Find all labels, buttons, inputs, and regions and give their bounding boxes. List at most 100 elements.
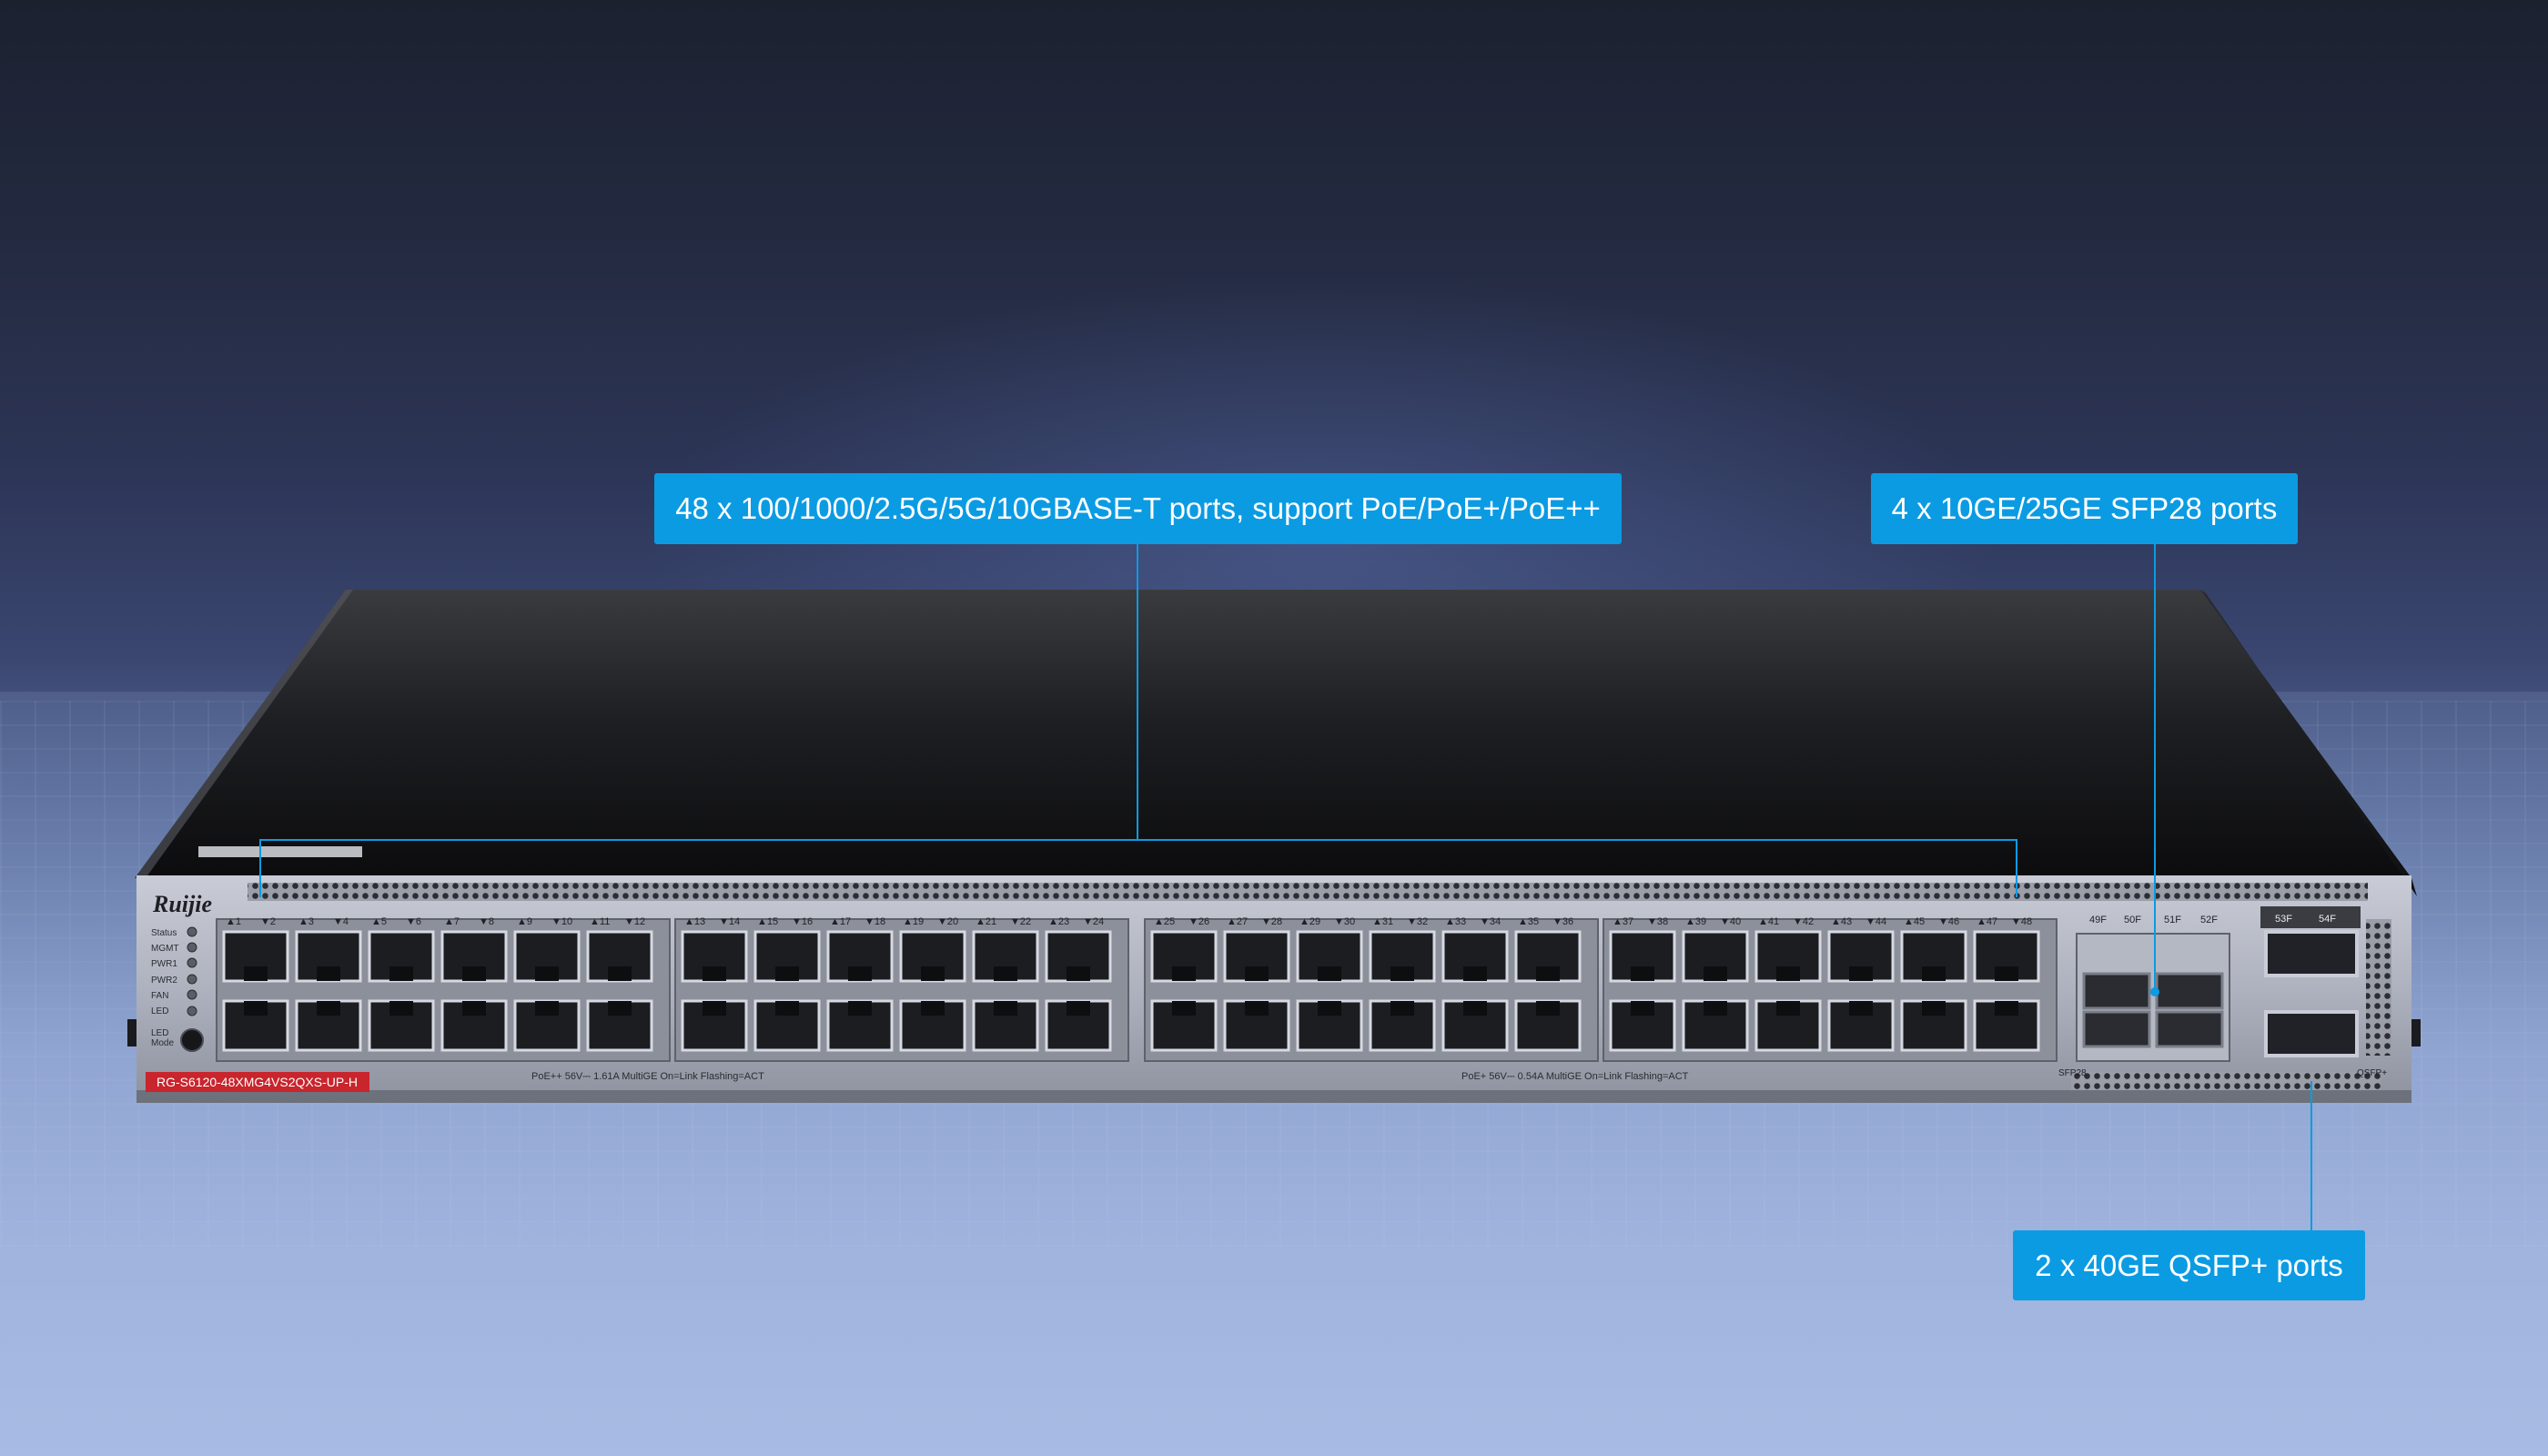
port-number-3: ▲3	[298, 916, 314, 927]
port-number-8: ▼8	[479, 916, 494, 927]
front-panel-shadow	[136, 1090, 2412, 1103]
rj45-port-27[interactable]	[1223, 930, 1290, 983]
port-number-47: ▲47	[1977, 916, 1997, 927]
poe-label-right: PoE+ 56V⎓ 0.54A MultiGE On=Link Flashing…	[1461, 1071, 1689, 1082]
rj45-port-numbers: ▲1▼2▲3▼4▲5▼6▲7▼8▲9▼10▲11▼12▲13▼14▲15▼16▲…	[226, 916, 2032, 927]
rj45-latch-32	[1390, 1001, 1414, 1016]
svg-text:FAN: FAN	[151, 991, 168, 1001]
callout-qsfp-ports: 2 x 40GE QSFP+ ports	[2013, 1230, 2365, 1300]
port-number-32: ▼32	[1407, 916, 1428, 927]
rj45-latch-6	[389, 1001, 413, 1016]
sfp28-port-49	[2082, 972, 2151, 1010]
qsfp-port-53[interactable]	[2264, 930, 2359, 977]
led-mode-button[interactable]	[180, 1028, 204, 1052]
sfp-label-52: 52F	[2200, 915, 2218, 925]
chassis-top	[135, 590, 2412, 878]
rj45-latch-27	[1245, 966, 1269, 981]
rj45-latch-10	[535, 1001, 559, 1016]
rj45-latch-39	[1704, 966, 1727, 981]
rj45-latch-44	[1849, 1001, 1873, 1016]
rj45-latch-13	[703, 966, 726, 981]
port-number-42: ▼42	[1793, 916, 1814, 927]
port-number-46: ▼46	[1938, 916, 1959, 927]
rj45-latch-30	[1318, 1001, 1341, 1016]
rj45-latch-5	[389, 966, 413, 981]
rj45-latch-33	[1463, 966, 1487, 981]
port-number-7: ▲7	[444, 916, 460, 927]
port-number-37: ▲37	[1613, 916, 1633, 927]
rj45-latch-4	[317, 1001, 340, 1016]
svg-text:PWR2: PWR2	[151, 976, 177, 986]
model-label: RG-S6120-48XMG4VS2QXS-UP-H	[157, 1075, 358, 1089]
port-number-29: ▲29	[1299, 916, 1320, 927]
port-number-19: ▲19	[903, 916, 924, 927]
rj45-latch-48	[1995, 1001, 2018, 1016]
rj45-leader-bracket	[259, 839, 2017, 897]
rj45-latch-31	[1390, 966, 1414, 981]
port-number-10: ▼10	[551, 916, 572, 927]
rj45-port-1[interactable]	[222, 930, 289, 983]
rack-ear-left	[127, 1019, 136, 1046]
port-number-14: ▼14	[719, 916, 740, 927]
qsfp-port-54[interactable]	[2264, 1010, 2359, 1057]
port-number-31: ▲31	[1372, 916, 1393, 927]
rj45-latch-23	[1067, 966, 1090, 981]
port-number-39: ▲39	[1685, 916, 1706, 927]
rj45-latch-11	[608, 966, 632, 981]
brand-logo: Ruijie	[152, 891, 212, 917]
svg-text:Mode: Mode	[151, 1038, 174, 1048]
port-number-16: ▼16	[792, 916, 813, 927]
rj45-port-29[interactable]	[1296, 930, 1363, 983]
rj45-latch-37	[1631, 966, 1654, 981]
sfp-label-50: 50F	[2124, 915, 2141, 925]
port-number-25: ▲25	[1154, 916, 1175, 927]
port-number-15: ▲15	[757, 916, 778, 927]
rj45-latch-2	[244, 1001, 268, 1016]
rj45-latch-16	[775, 1001, 799, 1016]
rj45-latch-14	[703, 1001, 726, 1016]
callout-rj45-ports: 48 x 100/1000/2.5G/5G/10GBASE-T ports, s…	[654, 473, 1622, 544]
rack-ear-right	[2412, 1019, 2421, 1046]
rj45-latch-26	[1172, 1001, 1196, 1016]
qsfp-header	[2260, 906, 2361, 928]
port-number-38: ▼38	[1647, 916, 1668, 927]
port-number-27: ▲27	[1227, 916, 1248, 927]
port-number-28: ▼28	[1261, 916, 1282, 927]
port-number-45: ▲45	[1904, 916, 1925, 927]
rj45-latch-17	[848, 966, 872, 981]
port-number-26: ▼26	[1188, 916, 1209, 927]
rj45-latch-45	[1922, 966, 1946, 981]
rj45-latch-47	[1995, 966, 2018, 981]
port-number-18: ▼18	[864, 916, 885, 927]
rj45-latch-7	[462, 966, 486, 981]
port-number-1: ▲1	[226, 916, 241, 927]
qsfp-label-53: 53F	[2275, 914, 2292, 925]
sfp-label-49: 49F	[2089, 915, 2107, 925]
port-number-33: ▲33	[1445, 916, 1466, 927]
rj45-latch-12	[608, 1001, 632, 1016]
rj45-latch-3	[317, 966, 340, 981]
port-number-20: ▼20	[937, 916, 958, 927]
svg-text:LED: LED	[151, 1006, 168, 1016]
qsfp-group-label: QSFP+	[2357, 1068, 2387, 1078]
sfp28-labels: 49F 50F 51F 52F SFP28	[2058, 915, 2218, 1078]
rj45-latch-25	[1172, 966, 1196, 981]
rj45-latch-36	[1536, 1001, 1560, 1016]
qsfp-label-54: 54F	[2319, 914, 2336, 925]
rj45-latch-29	[1318, 966, 1341, 981]
svg-text:PWR1: PWR1	[151, 959, 177, 969]
rj45-latch-46	[1922, 1001, 1946, 1016]
rj45-latch-28	[1245, 1001, 1269, 1016]
rj45-latch-21	[994, 966, 1017, 981]
rj45-ports	[222, 930, 2040, 1052]
port-number-4: ▼4	[333, 916, 349, 927]
sfp28-leader-dot	[2150, 987, 2159, 996]
port-number-21: ▲21	[976, 916, 996, 927]
svg-text:LED: LED	[151, 1028, 168, 1038]
port-number-35: ▲35	[1518, 916, 1539, 927]
rj45-latch-1	[244, 966, 268, 981]
port-number-17: ▲17	[830, 916, 851, 927]
rj45-latch-34	[1463, 1001, 1487, 1016]
vent-strip-top	[248, 883, 2368, 901]
